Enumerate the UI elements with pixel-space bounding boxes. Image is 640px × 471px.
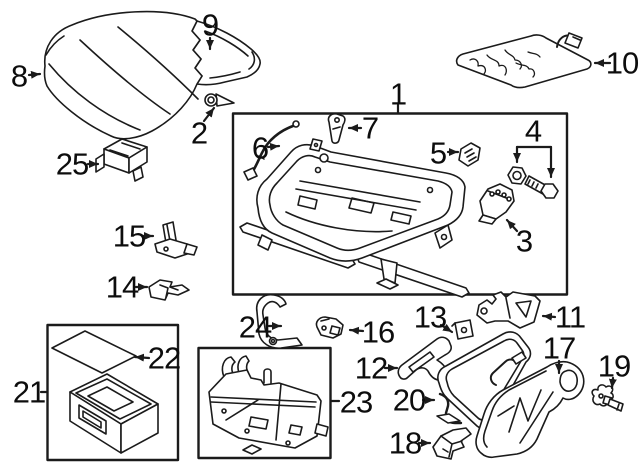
callout-25: 25 bbox=[55, 146, 89, 182]
part-bolt bbox=[524, 175, 559, 199]
part-latch-plate bbox=[478, 183, 515, 225]
callout-13: 13 bbox=[413, 299, 447, 335]
callout-17: 17 bbox=[542, 330, 576, 366]
callout-9: 9 bbox=[201, 7, 219, 43]
part-side-shield bbox=[475, 360, 585, 459]
callout-arrow-2 bbox=[202, 106, 216, 123]
part-clip-7 bbox=[327, 113, 346, 144]
part-bracket-14 bbox=[148, 279, 190, 301]
callout-arrow-8 bbox=[27, 70, 42, 79]
callout-18: 18 bbox=[388, 425, 422, 461]
callout-arrows bbox=[27, 36, 617, 447]
callout-8: 8 bbox=[10, 58, 28, 94]
part-seat-heater-pad bbox=[455, 32, 592, 89]
callout-arrow-6 bbox=[266, 142, 281, 151]
part-strap-bracket bbox=[255, 293, 303, 349]
part-expansion-rivet bbox=[591, 384, 624, 412]
callout-2: 2 bbox=[190, 115, 208, 151]
callout-16: 16 bbox=[361, 314, 395, 350]
callout-15: 15 bbox=[112, 218, 146, 254]
part-clip-5 bbox=[458, 142, 481, 167]
callout-arrow-19 bbox=[608, 376, 617, 390]
part-anchor-cover bbox=[432, 427, 472, 460]
callout-arrow-13 bbox=[439, 323, 454, 334]
part-release-cable bbox=[243, 120, 300, 181]
part-bracket-15 bbox=[154, 221, 198, 259]
callout-12: 12 bbox=[354, 350, 388, 386]
callout-14: 14 bbox=[105, 269, 139, 305]
part-nut bbox=[507, 166, 527, 185]
callout-21: 21 bbox=[12, 374, 46, 410]
callout-20: 20 bbox=[392, 382, 426, 418]
part-square-clip bbox=[451, 319, 474, 340]
part-occupant-sensor-module bbox=[95, 138, 148, 182]
part-under-seat-tray bbox=[208, 355, 329, 455]
callout-arrow-11 bbox=[541, 312, 557, 321]
callout-23: 23 bbox=[339, 384, 373, 420]
part-storage-drawer bbox=[69, 373, 159, 454]
part-wire-frame bbox=[436, 331, 532, 430]
part-seat-track-frame bbox=[239, 138, 470, 298]
callout-10: 10 bbox=[605, 45, 639, 81]
callout-19: 19 bbox=[597, 348, 631, 384]
callout-arrow-16 bbox=[348, 326, 365, 335]
callout-24: 24 bbox=[238, 309, 272, 345]
callout-4: 4 bbox=[524, 113, 542, 149]
callout-6: 6 bbox=[251, 130, 269, 166]
part-push-pin bbox=[204, 93, 235, 107]
callout-7: 7 bbox=[361, 110, 379, 146]
callout-3: 3 bbox=[515, 223, 533, 259]
callout-arrow-3 bbox=[505, 218, 519, 233]
callout-arrow-22 bbox=[133, 353, 151, 362]
callout-1: 1 bbox=[389, 76, 407, 112]
part-seat-cushion-cover bbox=[43, 10, 203, 140]
part-recliner-cover bbox=[476, 291, 541, 329]
callout-22: 22 bbox=[147, 340, 181, 376]
callout-5: 5 bbox=[429, 135, 447, 171]
part-bracket-16 bbox=[315, 316, 344, 339]
callout-11: 11 bbox=[554, 299, 586, 335]
